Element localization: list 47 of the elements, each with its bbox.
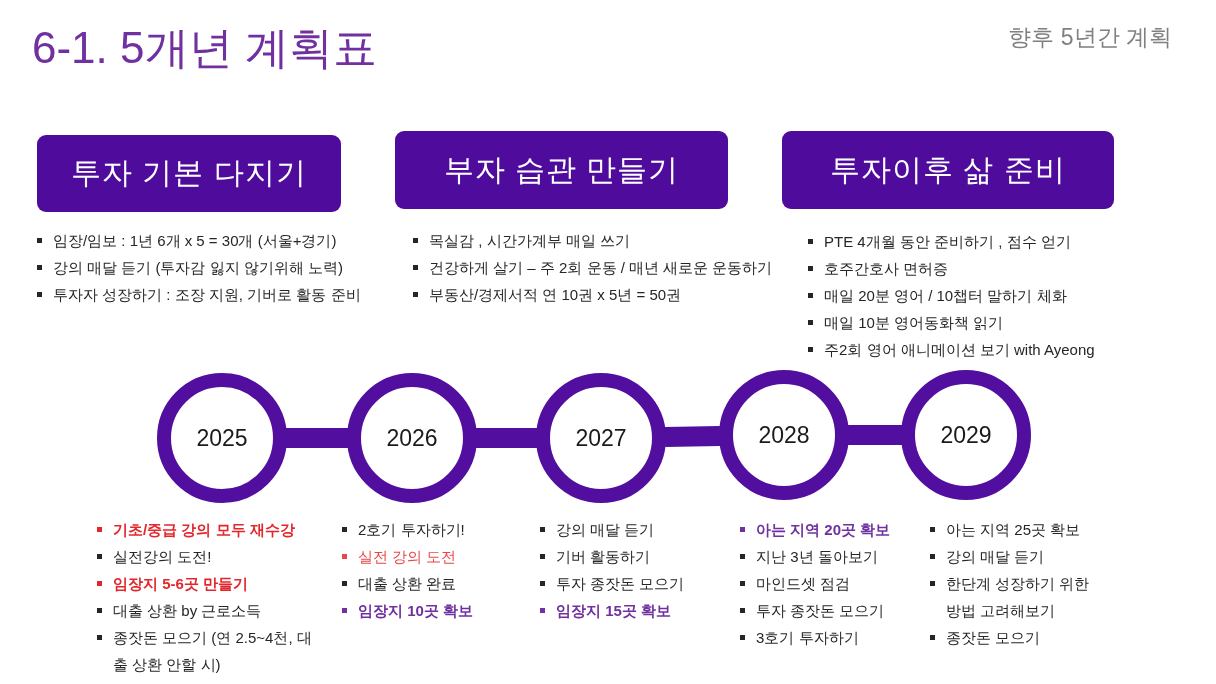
bullet-item: 강의 매달 듣기 (투자감 잃지 않기위해 노력) (35, 254, 405, 281)
bullet-item: 임장지 5-6곳 만들기 (95, 570, 317, 597)
connector-bar (848, 425, 902, 445)
bullet-item: 건강하게 살기 – 주 2회 운동 / 매년 새로운 운동하기 (411, 254, 801, 281)
bullet-item: 매일 10분 영어동화책 읽기 (806, 309, 1136, 336)
bullet-item: 아는 지역 20곳 확보 (738, 516, 918, 543)
year-circle: 2027 (536, 373, 666, 503)
bullet-item: 실전강의 도전! (95, 543, 317, 570)
slide-title: 6-1. 5개년 계획표 (32, 22, 377, 74)
bullet-item: 투자 종잣돈 모으기 (738, 597, 918, 624)
year-circle: 2029 (901, 370, 1031, 500)
header-note: 향후 5년간 계획 (1008, 23, 1172, 52)
bullet-item: PTE 4개월 동안 준비하기 , 점수 얻기 (806, 228, 1136, 255)
bullet-item: 임장/임보 : 1년 6개 x 5 = 30개 (서울+경기) (35, 227, 405, 254)
connector-bar (286, 428, 348, 448)
bullet-item: 호주간호사 면허증 (806, 255, 1136, 282)
bullet-item: 지난 3년 돌아보기 (738, 543, 918, 570)
bullet-item: 2호기 투자하기! (340, 516, 515, 543)
header-banner: 투자 기본 다지기 (37, 135, 341, 212)
bullet-item: 아는 지역 25곳 확보 (928, 516, 1090, 543)
bullet-item: 3호기 투자하기 (738, 624, 918, 651)
connector-bar (664, 426, 721, 447)
bullet-item: 마인드셋 점검 (738, 570, 918, 597)
bullet-item: 매일 20분 영어 / 10챕터 말하기 체화 (806, 282, 1136, 309)
bullet-item: 목실감 , 시간가계부 매일 쓰기 (411, 227, 801, 254)
bullet-item: 강의 매달 듣기 (538, 516, 718, 543)
connector-bar (476, 428, 537, 448)
bullet-item: 대출 상환 완료 (340, 570, 515, 597)
year-circle: 2028 (719, 370, 849, 500)
bullet-item: 임장지 15곳 확보 (538, 597, 718, 624)
bullet-item: 대출 상환 by 근로소득 (95, 597, 317, 624)
header-banner: 투자이후 삶 준비 (782, 131, 1114, 209)
bullet-item: 기버 활동하기 (538, 543, 718, 570)
bullet-item: 실전 강의 도전 (340, 543, 515, 570)
year-circle: 2025 (157, 373, 287, 503)
bullet-item: 부동산/경제서적 연 10권 x 5년 = 50권 (411, 281, 801, 308)
bullet-item: 한단계 성장하기 위한 방법 고려해보기 (928, 570, 1090, 624)
bullet-item: 종잣돈 모으기 (928, 624, 1090, 651)
header-banner: 부자 습관 만들기 (395, 131, 728, 209)
bullet-item: 기초/중급 강의 모두 재수강 (95, 516, 317, 543)
bullet-item: 강의 매달 듣기 (928, 543, 1090, 570)
bullet-item: 임장지 10곳 확보 (340, 597, 515, 624)
bullet-item: 주2회 영어 애니메이션 보기 with Ayeong (806, 336, 1136, 363)
bullet-item: 투자자 성장하기 : 조장 지원, 기버로 활동 준비 (35, 281, 405, 308)
year-circle: 2026 (347, 373, 477, 503)
bullet-item: 종잣돈 모으기 (연 2.5~4천, 대출 상환 안할 시) (95, 624, 317, 678)
bullet-item: 투자 종잣돈 모으기 (538, 570, 718, 597)
